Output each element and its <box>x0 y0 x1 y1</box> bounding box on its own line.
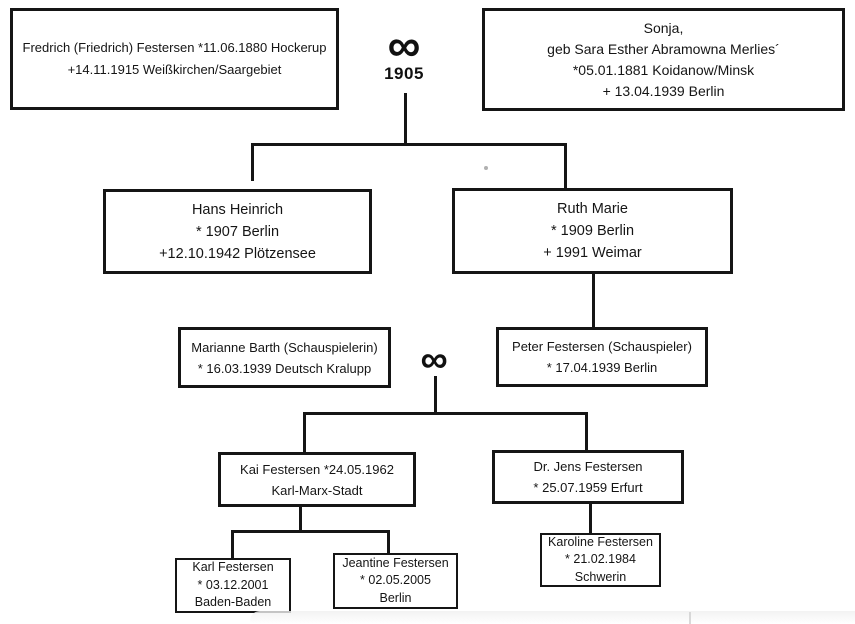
connector-ruth-peter <box>592 274 595 328</box>
person-box-jens: Dr. Jens Festersen * 25.07.1959 Erfurt <box>492 450 684 504</box>
person-name-line: Ruth Marie <box>557 201 628 217</box>
person-birth-line: * 1907 Berlin <box>195 223 280 240</box>
person-birth-line: * 25.07.1959 Erfurt <box>533 480 643 495</box>
connector-jens-drop <box>585 412 588 452</box>
connector-marriage2-stem <box>434 376 437 415</box>
person-name-line: Jeantine Festersen <box>342 555 449 570</box>
connector-jeantine-drop <box>387 530 390 555</box>
marriage-2: ∞ <box>406 339 462 381</box>
person-birth-line: * 21.02.1984 <box>565 552 636 567</box>
infinity-icon: ∞ <box>420 339 448 381</box>
connector-hans-drop <box>251 143 254 181</box>
person-death-line: +14.11.1915 Weißkirchen/Saargebiet <box>67 62 282 77</box>
person-name-line: Peter Festersen (Schauspieler) <box>512 339 692 354</box>
person-place-line: Berlin <box>379 590 412 605</box>
person-box-peter: Peter Festersen (Schauspieler) * 17.04.1… <box>496 327 708 387</box>
connector-marriage1-stem <box>404 93 407 144</box>
person-death-line: + 13.04.1939 Berlin <box>602 82 725 99</box>
connector-ruth-drop <box>564 143 567 190</box>
connector-gen4-bar <box>303 412 588 415</box>
person-box-karl: Karl Festersen * 03.12.2001 Baden-Baden <box>175 558 291 613</box>
person-box-ruth: Ruth Marie * 1909 Berlin + 1991 Weimar <box>452 188 733 274</box>
connector-kai-stem <box>299 507 302 533</box>
infinity-icon: ∞ <box>387 19 421 71</box>
person-name-line: Karoline Festersen <box>548 534 653 549</box>
person-birth-line: * 02.05.2005 <box>360 573 431 588</box>
person-box-marianne: Marianne Barth (Schauspielerin) * 16.03.… <box>178 327 391 388</box>
person-place-line: Baden-Baden <box>194 595 272 610</box>
person-name-line: Dr. Jens Festersen <box>533 459 643 474</box>
person-place-line: Schwerin <box>574 569 627 584</box>
person-box-hans: Hans Heinrich * 1907 Berlin +12.10.1942 … <box>103 189 372 274</box>
stray-dot-artifact <box>484 166 488 170</box>
person-birth-line: *05.01.1881 Koidanow/Minsk <box>572 61 755 78</box>
marriage-year: 1905 <box>384 64 424 83</box>
person-name-line: Karl Festersen <box>192 560 274 575</box>
connector-kai-drop <box>303 412 306 454</box>
person-box-karoline: Karoline Festersen * 21.02.1984 Schwerin <box>540 533 661 587</box>
person-birth-line: * 17.04.1939 Berlin <box>546 360 658 375</box>
person-name-line: Kai Festersen *24.05.1962 <box>240 461 394 477</box>
person-box-fredrich: Fredrich (Friedrich) Festersen *11.06.18… <box>10 8 339 110</box>
connector-gen2-bar <box>251 143 567 146</box>
person-name-line: Fredrich (Friedrich) Festersen *11.06.18… <box>22 40 327 55</box>
person-name-line: Hans Heinrich <box>191 201 284 218</box>
bottom-edge-tick-artifact <box>689 612 691 624</box>
connector-kai-children-bar <box>231 530 390 533</box>
person-birth-line: * 16.03.1939 Deutsch Kralupp <box>197 360 372 376</box>
person-birth-line: * 1909 Berlin <box>550 223 635 239</box>
person-box-sonja: Sonja, geb Sara Esther Abramowna Merlies… <box>482 8 845 111</box>
person-death-line: + 1991 Weimar <box>543 245 642 261</box>
person-place-line: Karl-Marx-Stadt <box>271 482 363 498</box>
person-name-line: Marianne Barth (Schauspielerin) <box>191 339 378 355</box>
person-maiden-line: geb Sara Esther Abramowna Merlies´ <box>547 40 780 57</box>
person-death-line: +12.10.1942 Plötzensee <box>159 245 316 262</box>
person-box-jeantine: Jeantine Festersen * 02.05.2005 Berlin <box>333 553 458 609</box>
connector-karl-drop <box>231 530 234 560</box>
bottom-edge-artifact <box>250 611 855 624</box>
person-name-line: Sonja, <box>643 19 684 36</box>
person-box-kai: Kai Festersen *24.05.1962 Karl-Marx-Stad… <box>218 452 416 507</box>
marriage-1905: ∞ 1905 <box>372 19 436 83</box>
person-birth-line: * 03.12.2001 <box>197 577 269 592</box>
connector-jens-karoline <box>589 504 592 535</box>
